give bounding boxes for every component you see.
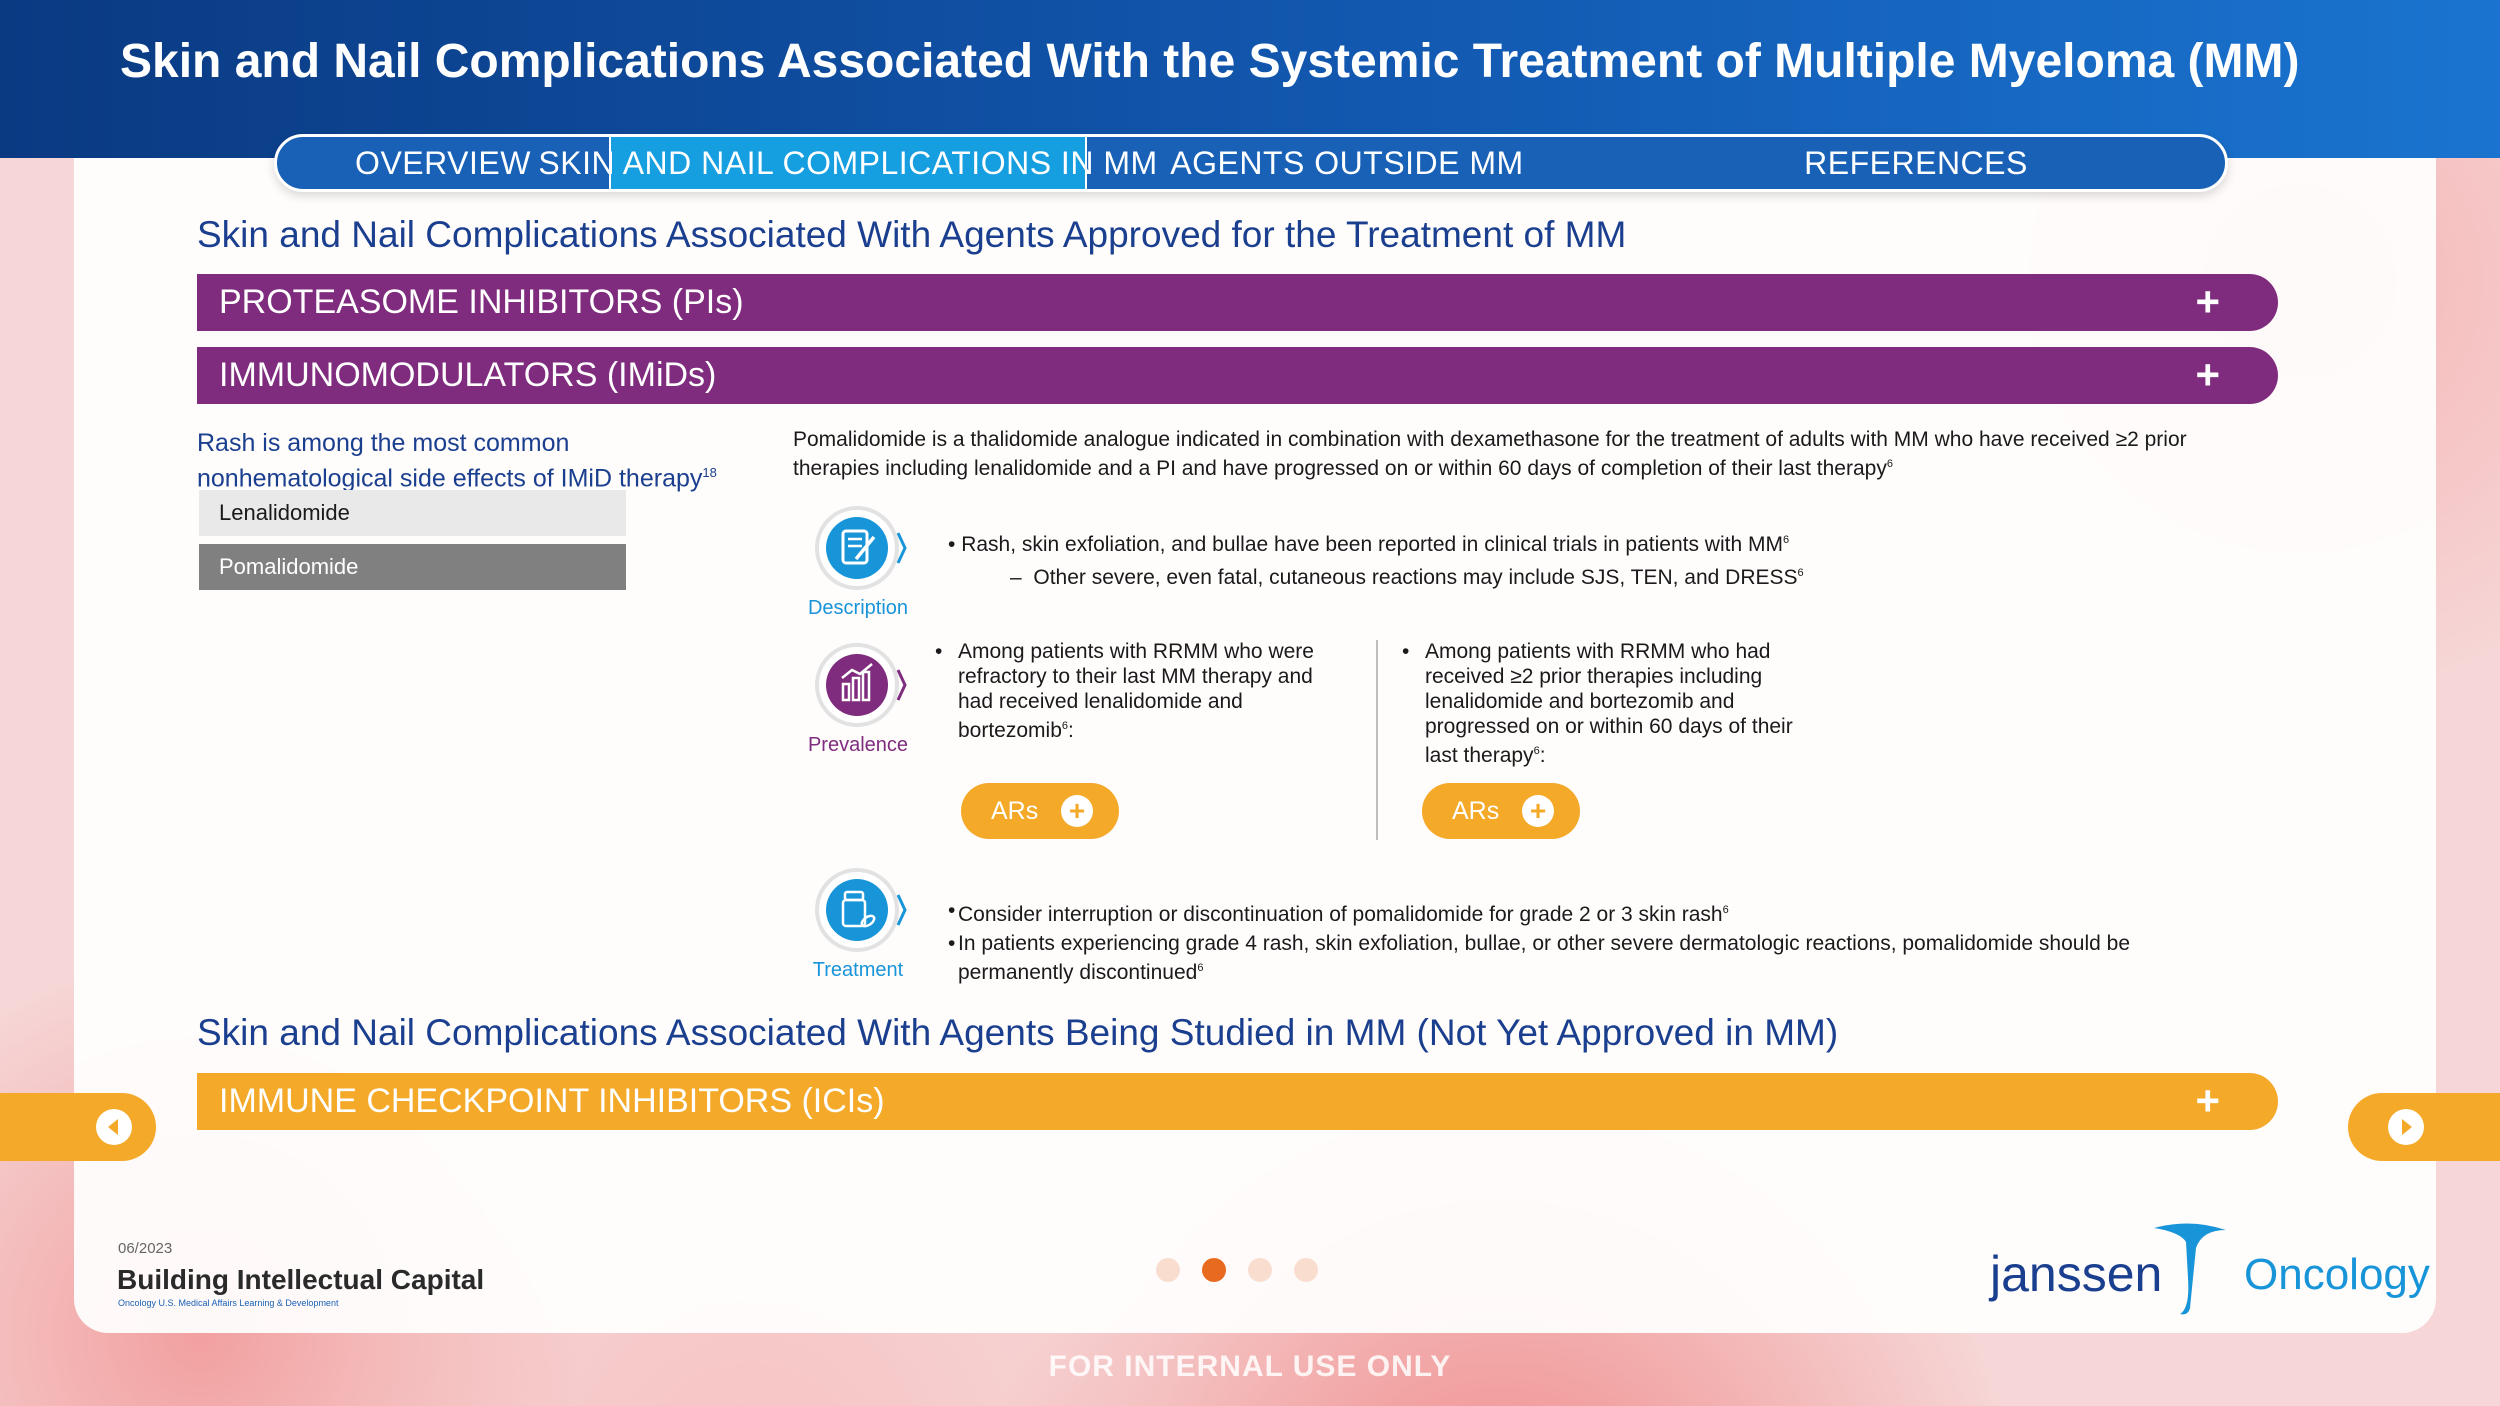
- janssen-logo: janssen: [1990, 1246, 2163, 1302]
- prevalence-label: Prevalence: [807, 734, 909, 756]
- section-title-studied: Skin and Nail Complications Associated W…: [197, 1012, 1839, 1053]
- rash-heading: Rash is among the most common nonhematol…: [197, 429, 717, 493]
- prevalence-divider: [1376, 640, 1378, 840]
- page-dot-2[interactable]: [1202, 1258, 1226, 1282]
- page-dot-1[interactable]: [1156, 1258, 1180, 1282]
- plus-icon: +: [1061, 795, 1093, 827]
- tab-references[interactable]: REFERENCES: [1804, 144, 2028, 181]
- ars-button-refractory[interactable]: ARs +: [961, 783, 1119, 839]
- treatment-label: Treatment: [812, 959, 904, 981]
- treatment-bullet-1: • Consider interruption or discontinuati…: [948, 899, 1729, 926]
- tab-overview[interactable]: OVERVIEW: [277, 137, 611, 189]
- page-indicator: [1156, 1258, 1318, 1282]
- footer-brand: Building Intellectual Capital: [117, 1264, 485, 1295]
- next-page-button[interactable]: [2348, 1093, 2500, 1161]
- prev-page-button[interactable]: [0, 1093, 156, 1161]
- accordion-label: IMMUNE CHECKPOINT INHIBITORS (ICIs): [219, 1082, 885, 1120]
- accordion-label: PROTEASOME INHIBITORS (PIs): [219, 283, 744, 321]
- description-bullet: • Rash, skin exfoliation, and bullae hav…: [948, 533, 1790, 556]
- section-title-approved: Skin and Nail Complications Associated W…: [197, 214, 1627, 255]
- ars-label: ARs: [1452, 796, 1500, 825]
- arrow-left-icon: [96, 1109, 132, 1145]
- ars-label: ARs: [991, 796, 1039, 825]
- accordion-proteasome-inhibitors[interactable]: PROTEASOME INHIBITORS (PIs) +: [197, 274, 2278, 331]
- intro-text: Pomalidomide is a thalidomide analogue i…: [793, 428, 2187, 480]
- arrow-right-icon: [2388, 1109, 2424, 1145]
- drug-button-lenalidomide[interactable]: Lenalidomide: [199, 490, 626, 536]
- plus-icon[interactable]: +: [2195, 351, 2220, 398]
- drug-button-pomalidomide[interactable]: Pomalidomide: [199, 544, 626, 590]
- internal-use-label: FOR INTERNAL USE ONLY: [1048, 1350, 1452, 1383]
- tab-agents-outside[interactable]: AGENTS OUTSIDE MM: [1170, 144, 1524, 181]
- footer-date: 06/2023: [118, 1240, 173, 1257]
- accordion-immunomodulators[interactable]: IMMUNOMODULATORS (IMiDs) +: [197, 347, 2278, 404]
- prevalence-icon: [812, 640, 907, 730]
- page-dot-3[interactable]: [1248, 1258, 1272, 1282]
- top-nav: OVERVIEW SKIN AND NAIL COMPLICATIONS IN …: [274, 134, 2228, 192]
- accordion-immune-checkpoint-inhibitors[interactable]: IMMUNE CHECKPOINT INHIBITORS (ICIs) +: [197, 1073, 2278, 1130]
- tab-skin-and-nail[interactable]: SKIN AND NAIL COMPLICATIONS IN MM: [538, 137, 1157, 189]
- prevalence-col1: • Among patients with RRMM who were refr…: [935, 640, 1314, 742]
- ars-button-prior-therapies[interactable]: ARs +: [1422, 783, 1580, 839]
- description-label: Description: [807, 597, 909, 619]
- prevalence-col2: • Among patients with RRMM who had recei…: [1402, 640, 1793, 767]
- accordion-label: IMMUNOMODULATORS (IMiDs): [219, 356, 717, 394]
- treatment-icon: [812, 865, 907, 955]
- description-sub-bullet: – Other severe, even fatal, cutaneous re…: [1010, 566, 1804, 589]
- plus-icon[interactable]: +: [2195, 1077, 2220, 1124]
- page-dot-4[interactable]: [1294, 1258, 1318, 1282]
- page-title: Skin and Nail Complications Associated W…: [120, 35, 2300, 88]
- footer-brand-sub: Oncology U.S. Medical Affairs Learning &…: [118, 1298, 339, 1308]
- content-card: [74, 158, 2436, 1333]
- description-icon: [812, 503, 907, 593]
- treatment-bullet-2: • In patients experiencing grade 4 rash,…: [948, 932, 2131, 984]
- plus-icon: +: [1522, 795, 1554, 827]
- janssen-swoosh-icon: [2154, 1223, 2226, 1315]
- header-banner: Skin and Nail Complications Associated W…: [0, 0, 2500, 158]
- plus-icon[interactable]: +: [2195, 278, 2220, 325]
- oncology-logo: Oncology: [2244, 1250, 2430, 1299]
